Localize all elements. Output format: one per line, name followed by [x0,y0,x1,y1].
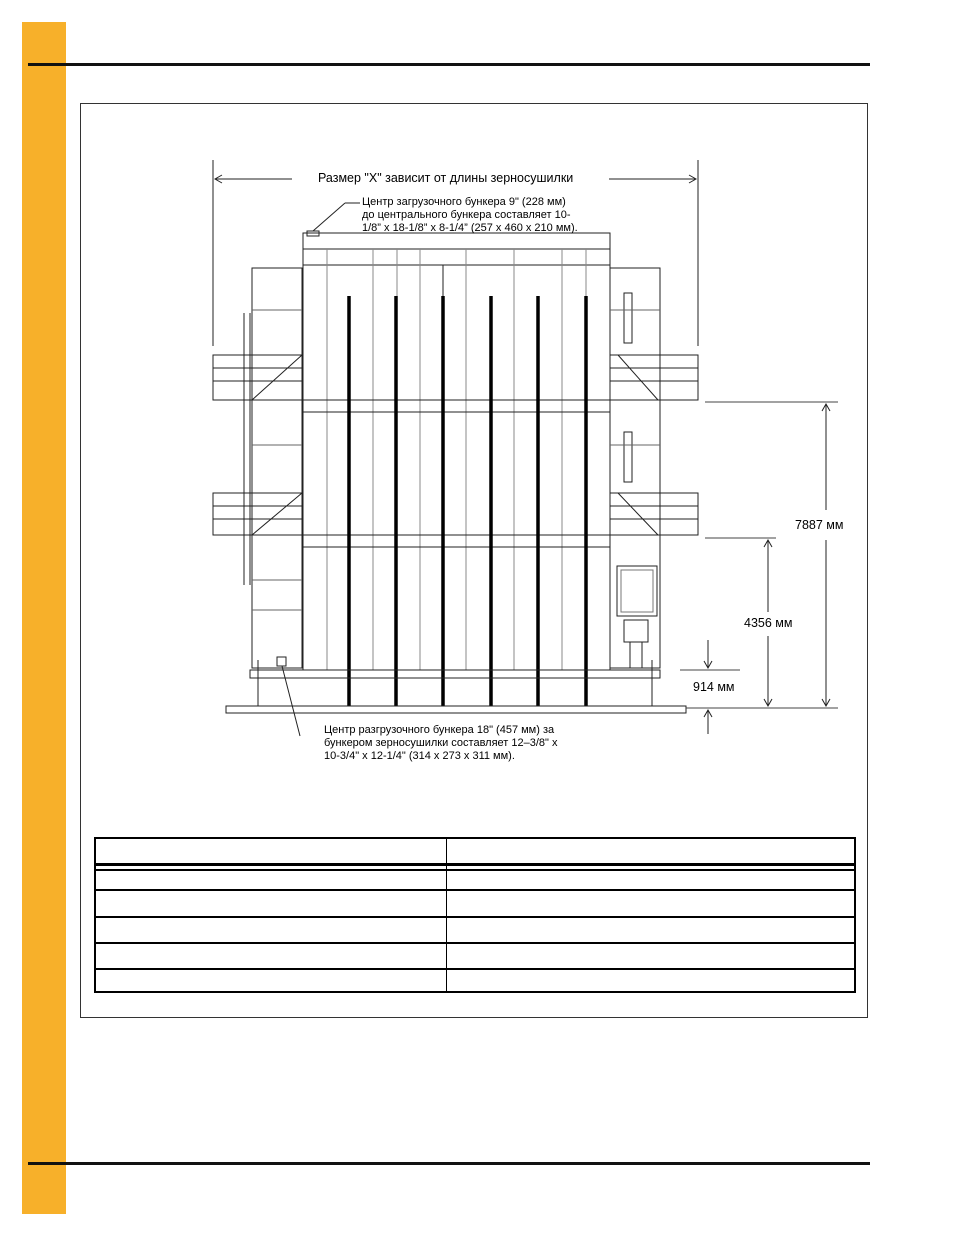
right-upper-platform [609,354,699,401]
dimension-lower: 4356 мм [744,616,793,630]
side-color-band [22,22,66,1214]
outlet-note-line-2: бункером зерносушилки составляет 12–3/8"… [324,737,558,749]
footer-rule [28,1162,870,1165]
inlet-note-line-3: 1/8” x 18-1/8” x 8-1/4” (257 x 460 x 210… [362,222,578,234]
table-row [96,968,854,970]
dimension-base: 914 мм [693,680,735,694]
table-row [96,889,854,891]
table-row [96,916,854,918]
spec-table [94,837,856,993]
outlet-note-line-1: Центр разгрузочного бункера 18" (457 мм)… [324,724,555,736]
width-label: Размер "X" зависит от длины зерносушилки [318,171,574,185]
table-row [96,869,854,871]
left-ladder-cage [251,267,303,669]
base-frame [249,669,661,679]
table-row [96,839,854,866]
right-lower-platform [609,492,699,536]
dimension-upper: 7887 мм [795,518,844,532]
motor-box [623,619,649,643]
outlet-note-line-3: 10-3/4" x 12-1/4" (314 x 273 x 311 мм). [324,750,515,762]
control-box [616,565,658,617]
header-rule [28,63,870,66]
table-column-divider [446,839,447,991]
right-ladder-cage [609,267,661,669]
left-upper-platform [212,354,304,401]
figure-frame [80,103,868,1018]
left-lower-platform [212,492,304,536]
ground-slab [225,705,687,714]
outlet-marker [276,656,287,667]
inlet-note-line-2: до центрального бункера составляет 10- [362,209,571,221]
inlet-note-line-1: Центр загрузочного бункера 9" (228 мм) [362,196,566,208]
table-row [96,942,854,944]
